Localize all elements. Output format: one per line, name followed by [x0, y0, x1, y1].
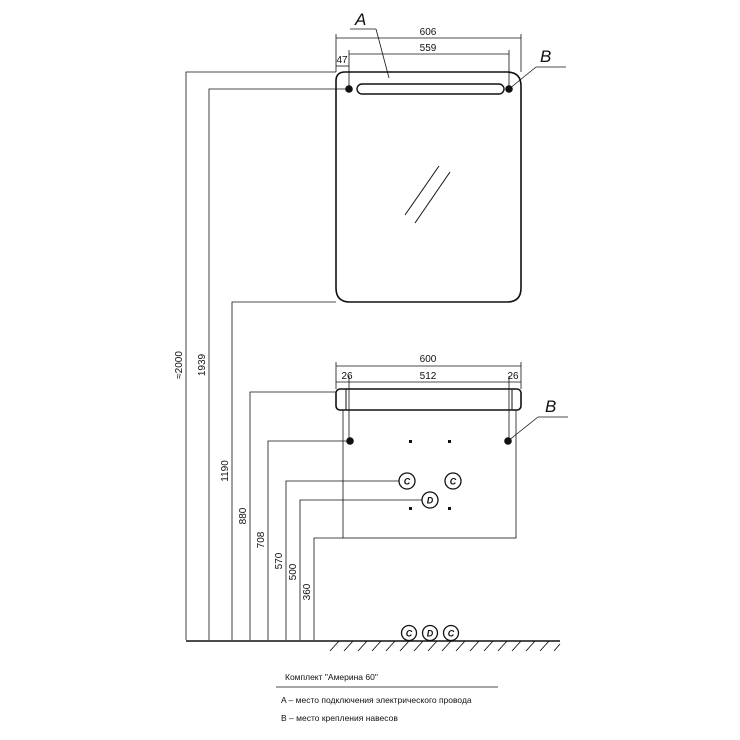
callout-a: A — [350, 10, 390, 79]
height-2000: ≈2000 — [174, 351, 185, 379]
height-880: 880 — [238, 507, 249, 524]
cabinet-body — [342, 409, 517, 539]
mirror-light-strip — [356, 83, 505, 95]
floor-hatching — [329, 640, 561, 652]
legend: Комплект "Америна 60" A – место подключе… — [276, 672, 498, 723]
mirror-width-inner: 559 — [420, 43, 437, 54]
mirror-outline — [335, 71, 522, 303]
floor-line: C D C — [186, 624, 561, 652]
cabinet-offset-right: 26 — [507, 371, 519, 382]
mount-point — [409, 440, 412, 443]
svg-text:C: C — [448, 629, 455, 639]
mirror-unit — [335, 71, 522, 303]
cabinet-hanger-left — [346, 437, 354, 445]
height-500: 500 — [288, 563, 299, 580]
cabinet-unit: C C D — [335, 388, 522, 539]
mirror-glare-icon — [404, 165, 451, 224]
mirror-offset-left: 47 — [336, 55, 348, 66]
callout-b-bottom: B — [507, 397, 568, 442]
floor-drain-icon: D — [421, 624, 439, 642]
cabinet-offset-left: 26 — [341, 371, 353, 382]
svg-text:A: A — [354, 10, 366, 29]
floor-inlet-cold-icon: C — [400, 624, 418, 642]
callout-b-top: B — [508, 47, 566, 90]
svg-text:C: C — [450, 477, 457, 487]
floor-inlet-hot-icon: C — [442, 624, 460, 642]
height-708: 708 — [256, 531, 267, 548]
mount-point — [448, 440, 451, 443]
drain-icon: D — [421, 491, 439, 509]
height-360: 360 — [302, 583, 313, 600]
height-1939: 1939 — [197, 353, 208, 376]
mount-point — [409, 507, 412, 510]
svg-text:D: D — [427, 496, 434, 506]
water-inlet-hot-icon: C — [444, 472, 462, 490]
svg-text:D: D — [427, 629, 434, 639]
svg-text:B: B — [545, 397, 556, 416]
svg-text:B: B — [540, 47, 551, 66]
mirror-width-overall: 606 — [420, 27, 437, 38]
height-dimensions: ≈2000 1939 1190 880 708 570 500 360 — [174, 71, 422, 640]
svg-text:C: C — [406, 629, 413, 639]
height-1190: 1190 — [220, 460, 231, 482]
legend-item-a: A – место подключения электрического про… — [281, 695, 472, 705]
svg-text:C: C — [404, 477, 411, 487]
cabinet-top — [335, 388, 522, 411]
water-inlet-cold-icon: C — [398, 472, 416, 490]
mirror-width-dimensions: 606 559 47 — [335, 27, 522, 86]
legend-item-b: B – место крепления навесов — [281, 713, 398, 723]
cabinet-width-dimensions: 600 26 512 26 — [335, 354, 522, 438]
mount-point — [448, 507, 451, 510]
cabinet-width-overall: 600 — [420, 354, 437, 365]
legend-title: Комплект "Америна 60" — [285, 672, 378, 682]
height-570: 570 — [274, 552, 285, 569]
cabinet-width-inner: 512 — [420, 371, 437, 382]
